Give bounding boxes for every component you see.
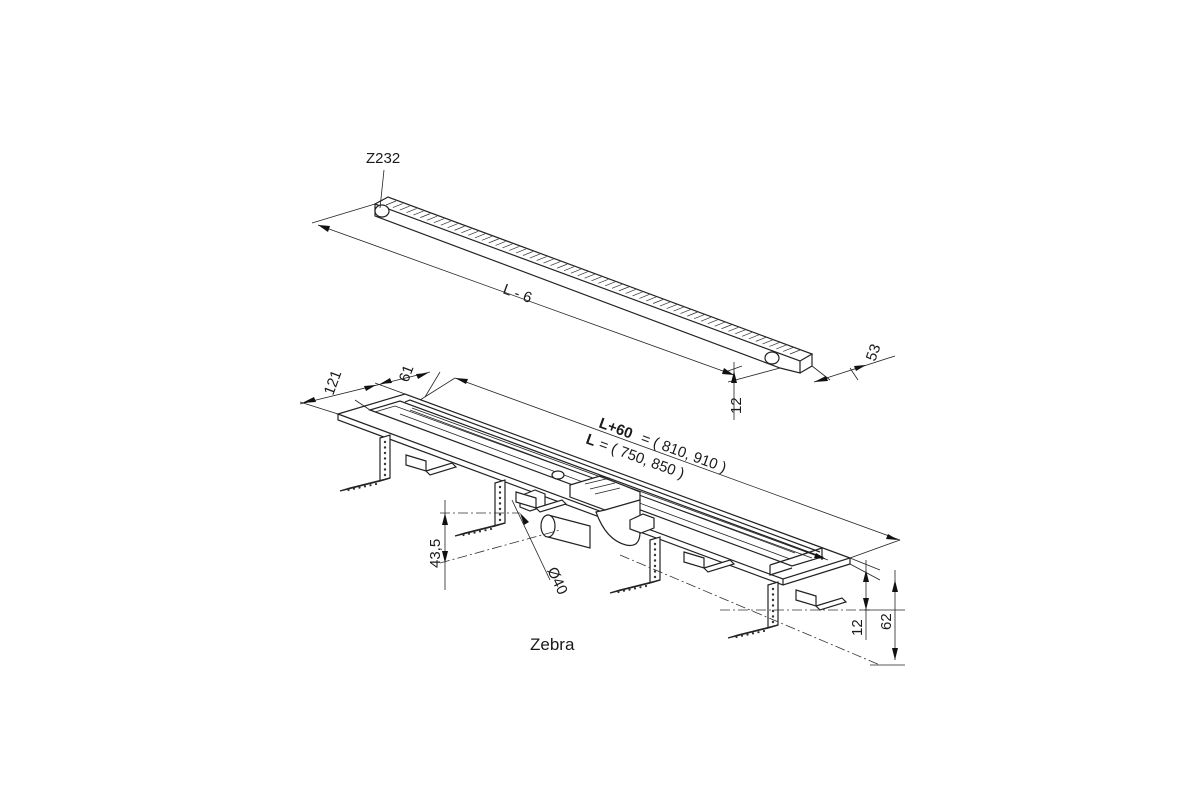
grate-code-leader: Z232	[366, 150, 400, 209]
mounting-leg	[727, 581, 779, 639]
channel-body	[336, 393, 852, 586]
grate-slot	[721, 324, 732, 330]
grate-height-dimension: 12	[727, 362, 745, 420]
grate-slot	[639, 294, 650, 299]
grate-width-dimension: 53	[811, 342, 896, 383]
grate-slot	[646, 296, 657, 302]
grate-slot	[454, 225, 465, 231]
grate-slot	[741, 331, 753, 337]
grate-slot	[420, 213, 431, 218]
grate-slot	[502, 243, 513, 249]
grate-slot	[618, 286, 629, 292]
mounting-leg-rear	[405, 454, 458, 476]
grate-slot	[426, 215, 438, 221]
grate-slot	[522, 251, 534, 256]
grate-slot	[399, 205, 410, 211]
grate-slot	[392, 203, 403, 208]
outlet-height-label: 43,5	[427, 539, 444, 568]
grate-slot	[680, 309, 691, 314]
grate-width-label: 53	[863, 342, 885, 363]
grate-slot	[694, 314, 705, 319]
grate-slots	[385, 200, 801, 355]
grate-slot	[604, 281, 616, 287]
grate-slot	[776, 344, 787, 350]
total-height-label: 62	[878, 613, 895, 630]
grate-slot	[406, 208, 417, 213]
grate-length-label: L - 6	[501, 281, 535, 307]
outlet-diameter-label: Ø40	[543, 565, 570, 598]
grate-slot	[509, 246, 520, 251]
grate-slot	[591, 276, 602, 282]
grate-slot	[748, 334, 760, 340]
grate-slot	[557, 263, 568, 269]
grate-slot	[584, 273, 595, 279]
channel-width-label: 61	[396, 363, 418, 384]
grate-slot	[495, 241, 506, 246]
grate-slot	[673, 306, 684, 312]
grate-slot	[543, 258, 554, 264]
mounting-leg	[339, 434, 391, 492]
grate-slot	[700, 316, 712, 322]
grate-slot	[550, 261, 561, 266]
grate-slot	[536, 256, 547, 261]
outlet-diameter-dimension: Ø40	[511, 499, 571, 598]
flange-width-label: 121	[321, 368, 346, 397]
grate-slot	[570, 268, 582, 274]
grate-slot	[632, 291, 643, 297]
channel-width-dimensions: 121 61	[299, 363, 441, 415]
outlet-height-dimension: 43,5	[427, 500, 448, 590]
grate-slot	[611, 284, 623, 289]
grate-slot	[468, 230, 479, 236]
grate-slot	[529, 253, 540, 259]
grate-slot	[728, 326, 739, 332]
grate-slot	[755, 337, 766, 342]
grate-slot	[714, 321, 725, 327]
grate-slot	[385, 200, 397, 206]
grate-slot	[735, 329, 746, 335]
grate-slot	[447, 223, 458, 229]
flange-height-label: 12	[849, 619, 866, 636]
mounting-leg-rear	[683, 551, 736, 573]
length-label: L	[584, 431, 598, 450]
grate-slot	[488, 238, 499, 244]
grate-slot	[440, 220, 451, 226]
grate-slot	[577, 271, 588, 277]
grate-slot	[652, 299, 664, 304]
grate-slot	[598, 278, 609, 284]
mounting-leg	[609, 536, 661, 594]
grate-length-dimension: L - 6	[311, 203, 781, 383]
grate-slot	[515, 248, 527, 254]
mounting-legs	[339, 434, 848, 639]
height-dimensions: 12 62	[849, 557, 905, 666]
mounting-leg	[454, 479, 506, 537]
mounting-leg-rear	[515, 491, 568, 513]
grate-slot	[474, 233, 486, 239]
product-caption: Zebra	[530, 635, 575, 654]
mounting-leg-rear	[795, 589, 848, 611]
grate-slot	[481, 236, 492, 241]
grate-slot	[563, 266, 575, 271]
center-lines	[439, 512, 881, 666]
grate	[373, 196, 814, 374]
grate-slot	[762, 339, 773, 345]
grate-slot	[659, 301, 671, 307]
grate-slot	[461, 228, 472, 234]
grate-slot	[783, 347, 794, 352]
grate-slot	[413, 210, 424, 216]
grate-code-label: Z232	[366, 150, 400, 167]
grate-slot	[789, 349, 801, 355]
grate-slot	[625, 289, 636, 294]
grate-slot	[707, 319, 718, 325]
grate-slot	[666, 304, 677, 309]
grate-slot	[769, 342, 780, 347]
grate-height-label: 12	[728, 397, 745, 414]
grate-slot	[433, 218, 445, 224]
grate-slot	[687, 311, 698, 317]
